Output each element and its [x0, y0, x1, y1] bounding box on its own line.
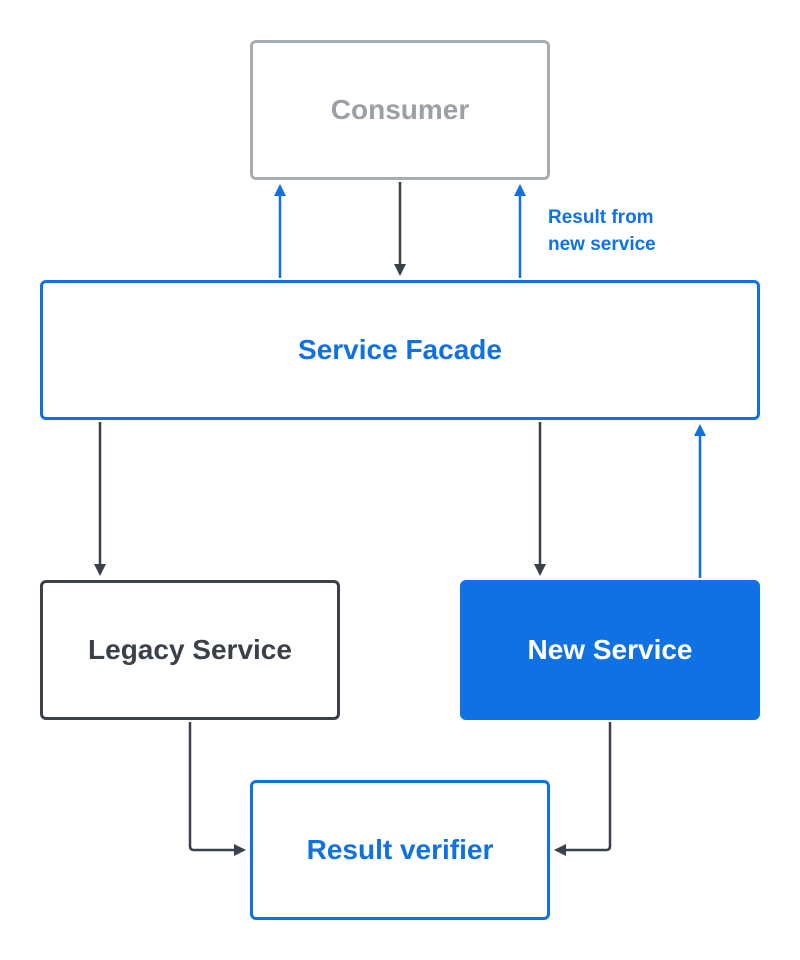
new-service-label: New Service	[527, 634, 693, 665]
result-verifier-node: Result verifier	[250, 780, 550, 920]
service-facade-node: Service Facade	[40, 280, 760, 420]
result-verifier-label: Result verifier	[306, 834, 494, 865]
legacy-service-label: Legacy Service	[88, 634, 292, 665]
edge-legacy-to-verifier	[188, 722, 246, 856]
new-service-node: New Service	[460, 580, 760, 720]
result-from-new-service-label: Result from new service	[548, 207, 656, 255]
legacy-service-node: Legacy Service	[40, 580, 340, 720]
edge-new-to-verifier	[554, 722, 612, 856]
consumer-label: Consumer	[330, 94, 470, 125]
consumer-node: Consumer	[250, 40, 550, 180]
service-facade-label: Service Facade	[298, 334, 502, 365]
